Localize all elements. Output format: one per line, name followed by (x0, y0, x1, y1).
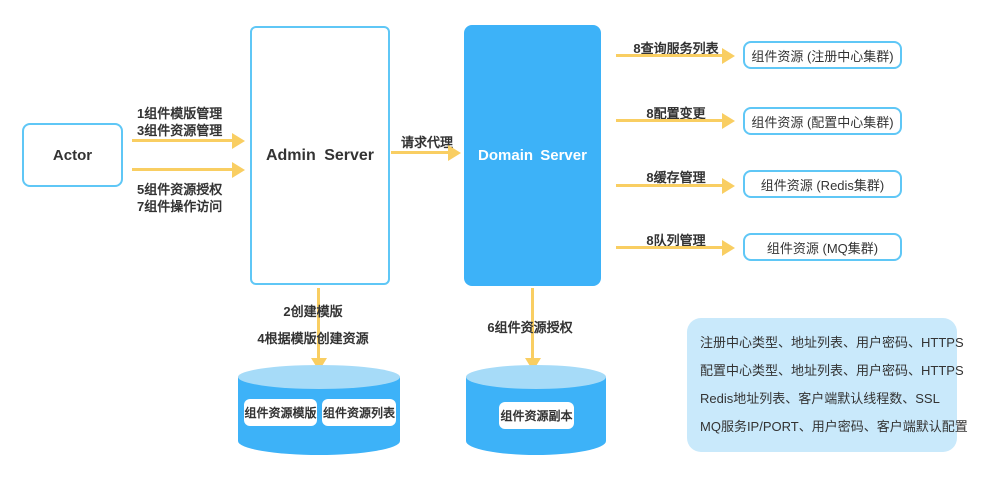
component-box-redis-cluster: 组件资源 (Redis集群) (743, 170, 902, 198)
arrow-admin-to-domain (391, 151, 448, 154)
flow-label-6-resource-auth: 6组件资源授权 (487, 320, 573, 335)
db-item-resource-template-label: 组件资源模版 (244, 406, 317, 420)
arrow-domain-to-registry (616, 54, 722, 57)
db-item-resource-list-label: 组件资源列表 (322, 406, 395, 420)
component-box-config-label: 组件资源 (配置中心集群) (751, 114, 894, 130)
component-box-registry-cluster: 组件资源 (注册中心集群) (743, 41, 902, 69)
arrow-actor-to-admin-bottom (132, 168, 232, 171)
flow-label-5-resource-auth: 5组件资源授权 (137, 182, 223, 197)
component-box-config-cluster: 组件资源 (配置中心集群) (743, 107, 902, 135)
flow-label-1-template-mgmt: 1组件模版管理 (137, 106, 223, 121)
config-note-line-mq: MQ服务IP/PORT、用户密码、客户端默认配置 (700, 419, 968, 434)
domain-server-label: Domain Server (478, 147, 587, 164)
component-box-registry-label: 组件资源 (注册中心集群) (751, 48, 894, 64)
db-item-resource-replica: 组件资源副本 (499, 402, 574, 429)
domain-server-node: Domain Server (464, 25, 601, 286)
admin-server-node: Admin Server (250, 26, 390, 285)
admin-database-cylinder: 组件资源模版 组件资源列表 (238, 365, 400, 455)
config-note-line-redis: Redis地址列表、客户端默认线程数、SSL (700, 391, 940, 406)
flow-label-7-op-access: 7组件操作访问 (137, 199, 223, 214)
flow-label-2-create-template: 2创建模版 (283, 304, 343, 319)
arrow-admin-to-template-db (317, 288, 320, 358)
component-box-redis-label: 组件资源 (Redis集群) (760, 177, 885, 193)
admin-database-top (238, 365, 400, 389)
domain-database-cylinder: 组件资源副本 (466, 365, 606, 455)
arrow-domain-to-mq (616, 246, 722, 249)
config-note-line-config: 配置中心类型、地址列表、用户密码、HTTPS (700, 363, 964, 378)
flow-label-4-create-resource: 4根据模版创建资源 (257, 331, 369, 346)
actor-node: Actor (22, 123, 123, 187)
arrow-domain-to-replica-db (531, 288, 534, 358)
admin-server-label: Admin Server (265, 146, 375, 164)
actor-label: Actor (52, 146, 93, 164)
db-item-resource-replica-label: 组件资源副本 (500, 409, 573, 423)
component-box-mq-label: 组件资源 (MQ集群) (766, 240, 879, 256)
proxy-flow-label: 请求代理 (400, 135, 453, 150)
domain-database-top (466, 365, 606, 389)
db-item-resource-template: 组件资源模版 (244, 399, 317, 426)
arrow-domain-to-config (616, 119, 722, 122)
arrow-domain-to-redis (616, 184, 722, 187)
arrow-actor-to-admin-top (132, 139, 232, 142)
db-item-resource-list: 组件资源列表 (322, 399, 396, 426)
flow-label-8-cache-mgmt: 8缓存管理 (646, 170, 706, 185)
flow-label-8-query-service-list: 8查询服务列表 (633, 41, 719, 56)
component-box-mq-cluster: 组件资源 (MQ集群) (743, 233, 902, 261)
flow-label-8-queue-mgmt: 8队列管理 (646, 233, 706, 248)
config-note: 注册中心类型、地址列表、用户密码、HTTPS 配置中心类型、地址列表、用户密码、… (687, 318, 968, 452)
config-note-line-registry: 注册中心类型、地址列表、用户密码、HTTPS (700, 335, 964, 350)
flow-label-3-resource-mgmt: 3组件资源管理 (137, 123, 223, 138)
flow-label-8-config-change: 8配置变更 (646, 106, 706, 121)
